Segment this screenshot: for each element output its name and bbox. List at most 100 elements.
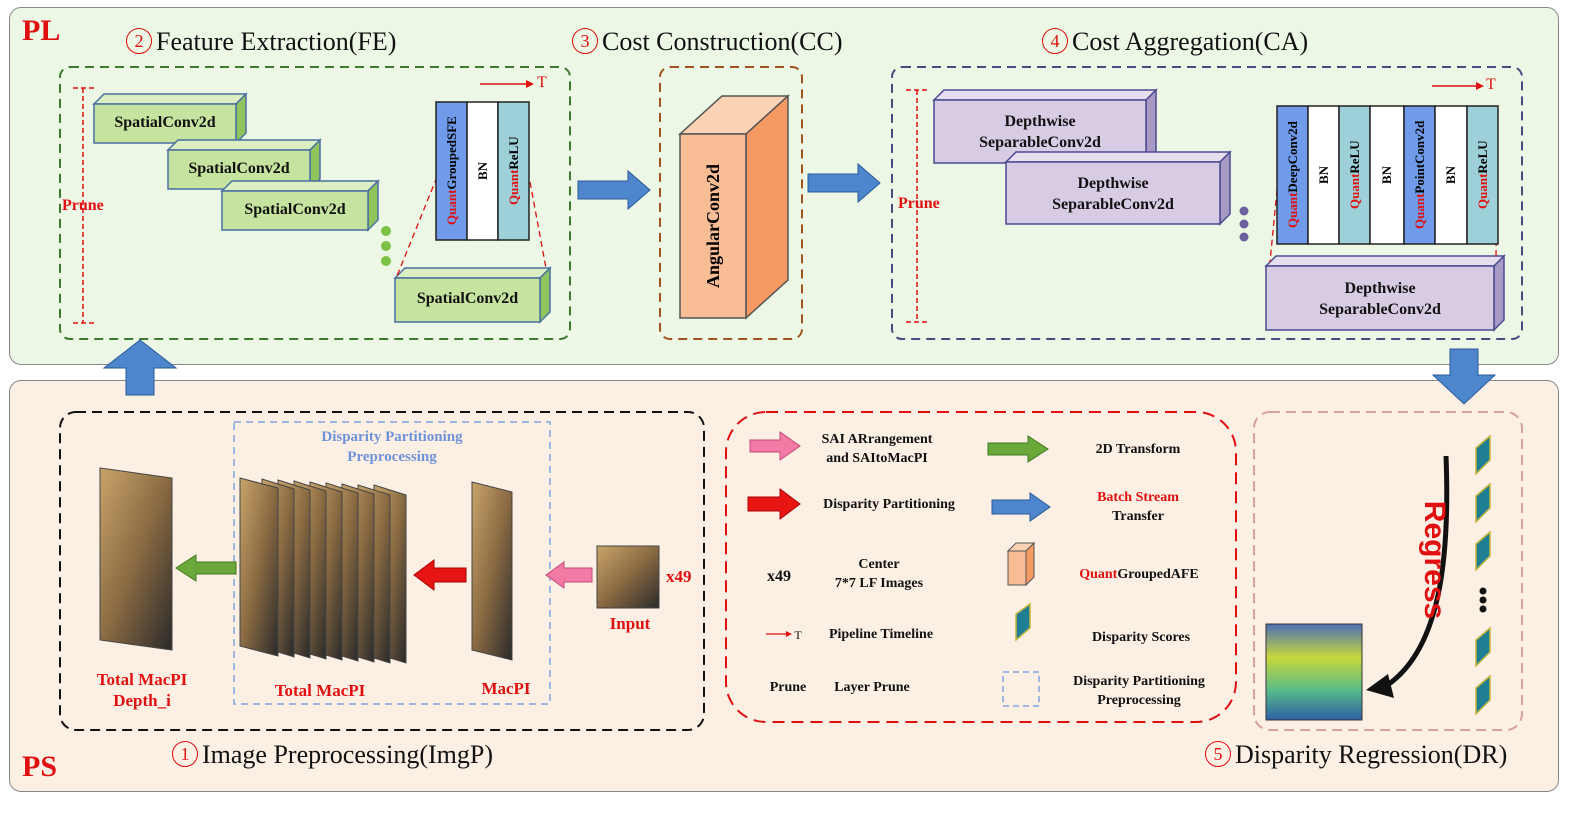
legend-afe-label: QuantGroupedAFE (1054, 565, 1224, 584)
label-line: SeparableConv2d (1052, 196, 1174, 213)
quant-prefix: Quant (1475, 173, 1490, 210)
step-number: 3 (572, 28, 598, 54)
fe-layer-stack (435, 101, 530, 241)
depth-map (1265, 623, 1363, 721)
step-number: 5 (1205, 741, 1231, 767)
layer-name: ReLU (1475, 140, 1490, 174)
layer-name: BN (1316, 165, 1331, 185)
label-line: Transfer (1112, 509, 1164, 524)
ps-label: PS (22, 750, 58, 783)
angular-label: AngularConv2d (703, 163, 723, 289)
fe-block-4 (393, 266, 552, 324)
fe-prune-bracket (73, 87, 94, 324)
quant-prefix: Quant (1285, 193, 1300, 229)
legend-sai-label: SAI ARrangement and SAItoMacPI (802, 430, 952, 468)
ca-block-3 (1264, 254, 1506, 332)
ca-layer-label: BN (1370, 106, 1404, 244)
arrow-up-to-pl (102, 339, 178, 396)
legend-layer-prune-label: Layer Prune (834, 680, 910, 695)
layer-name: BN (1379, 165, 1394, 185)
label-line: Preprocessing (347, 449, 437, 465)
input-image (596, 545, 660, 609)
x49-label: x49 (666, 567, 692, 586)
fe-ellipsis-dots (381, 226, 391, 266)
regress-arrow (1384, 455, 1450, 689)
ca-layer-label: BN (1308, 106, 1339, 244)
label-line: Center (858, 557, 900, 572)
scores-ellipsis (1479, 587, 1487, 613)
label-line: Disparity Partitioning (321, 429, 463, 445)
fe-block-label: SpatialConv2d (416, 290, 519, 307)
layer-name: DeepConv2d (1285, 121, 1300, 194)
ca-layer-label: QuantReLU (1467, 106, 1498, 244)
legend-prune: Prune (769, 680, 807, 695)
ca-ellipsis-dots (1239, 206, 1249, 242)
label-text: GroupedAFE (1117, 567, 1199, 582)
quant-prefix: Quant (506, 169, 521, 206)
label-line: Preprocessing (1097, 693, 1181, 708)
ca-timeline-T: T (1486, 76, 1496, 93)
fe-layer-label: QuantReLU (498, 102, 529, 240)
arrow-green-left (175, 554, 237, 582)
total-macpi-label: Total MacPI (274, 681, 366, 700)
fe-layer-label: BN (467, 102, 498, 240)
legend-scores-label: Disparity Scores (1091, 630, 1191, 645)
arrow-down-to-ps (1431, 348, 1497, 405)
quant-prefix: Quant (1079, 567, 1118, 582)
label-line: SeparableConv2d (979, 134, 1101, 151)
ca-layer-label: BN (1435, 106, 1467, 244)
fe-block-label: SpatialConv2d (188, 160, 290, 177)
ca-layer-label: QuantPointConv2d (1404, 106, 1435, 244)
ca-layer-label: QuantReLU (1339, 106, 1370, 244)
fe-block-3 (220, 179, 380, 232)
label-line: SAI ARrangement (821, 432, 933, 447)
fe-zoom-lines (396, 176, 547, 277)
quant-prefix: Quant (1347, 173, 1362, 210)
arrow-red-left (413, 559, 467, 591)
label-line: and SAItoMacPI (826, 451, 928, 466)
legend-score-shape (1015, 602, 1031, 642)
title-text: Image Preprocessing(ImgP) (202, 740, 493, 769)
fe-block-label: SpatialConv2d (244, 201, 346, 218)
label-line: Depthwise (1344, 280, 1416, 297)
layer-name: GroupedSFE (444, 116, 459, 191)
label-line: Depthwise (1077, 175, 1149, 192)
layer-name: PointConv2d (1412, 120, 1427, 194)
title-text: Cost Aggregation(CA) (1072, 27, 1309, 56)
cc-box (659, 66, 803, 340)
title-text: Feature Extraction(FE) (156, 27, 397, 56)
ca-prune-bracket (906, 89, 928, 323)
legend-arrows (747, 431, 1051, 522)
quant-prefix: Quant (444, 190, 459, 226)
fe-box (59, 66, 571, 340)
title-text: Disparity Regression(DR) (1235, 740, 1508, 769)
label-line: 7*7 LF Images (834, 576, 924, 591)
layer-name: ReLU (506, 136, 521, 170)
legend-afe-cube (1006, 541, 1036, 587)
label-line: SeparableConv2d (1319, 301, 1441, 318)
dp-preprocessing-box (233, 421, 551, 705)
label-line: Depth_i (113, 691, 171, 710)
arrow-fe-to-cc (577, 169, 651, 211)
layer-name: BN (475, 161, 490, 181)
step-number: 4 (1042, 28, 1068, 54)
title-text: Cost Construction(CC) (602, 27, 843, 56)
label-line: Batch Stream (1097, 490, 1179, 505)
legend-box (725, 411, 1237, 723)
regress-label: Regress (1418, 500, 1451, 620)
arrow-pink-left (545, 561, 593, 589)
ca-block-2 (1004, 150, 1232, 226)
fe-timeline-T: T (537, 74, 547, 91)
legend-center-label: Center 7*7 LF Images (814, 555, 944, 593)
fe-timeline-arrow (480, 80, 534, 88)
total-macpi-depth-image (99, 467, 173, 651)
